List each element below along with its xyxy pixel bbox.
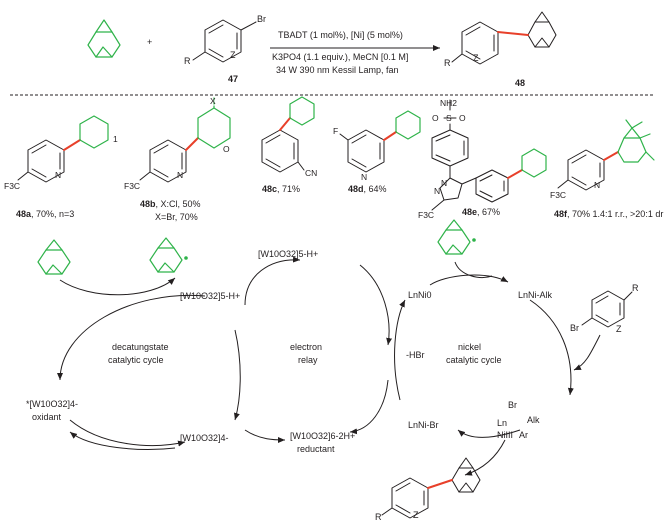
w-bottom: [W10O32]4-	[180, 433, 229, 443]
p48b-x: X	[210, 96, 216, 106]
oxidant-label: oxidant	[32, 412, 62, 422]
product-48b	[139, 95, 231, 183]
p48b-caption-2: X=Br, 70%	[155, 212, 198, 222]
aryl-z: Z	[616, 324, 622, 334]
electron-relay-label-1: electron	[290, 342, 322, 352]
conditions-line-1: TBADT (1 mol%), [Ni] (5 mol%)	[278, 30, 403, 40]
norbornane-substrate	[37, 239, 71, 275]
reactant-z-label: Z	[230, 50, 236, 60]
conditions-line-2: K3PO4 (1.1 equiv.), MeCN [0.1 M]	[272, 52, 408, 62]
nickel-cycle	[394, 261, 574, 476]
product-48d	[339, 110, 421, 173]
decatungstate-label-1: decatungstate	[112, 342, 169, 352]
p48c-cn: CN	[305, 168, 317, 178]
nickel-label-2: catalytic cycle	[446, 355, 502, 365]
w-reductant: [W10O32]6-2H+	[290, 431, 355, 441]
p48e-o-right: O	[459, 113, 466, 123]
aryl-bromide-cycle	[581, 290, 633, 328]
ni0: LnNi0	[408, 290, 432, 300]
p48d-caption: 48d, 64%	[348, 184, 387, 194]
product-48f	[557, 119, 655, 191]
p48a-subscript: 1	[113, 134, 118, 144]
norbornyl-radical-right	[437, 219, 476, 255]
p48b-n: N	[177, 170, 183, 180]
svg-text:Br: Br	[508, 400, 517, 410]
ni-iii-complex: Br Ln Alk NiIII Ar	[497, 400, 540, 440]
p48a-f3c: F3C	[4, 181, 20, 191]
p48b-caption: 48b, X:Cl, 50%	[140, 199, 201, 209]
p48e-caption: 48e, 67%	[462, 207, 500, 217]
svg-text:Ln: Ln	[497, 418, 507, 428]
nickel-label-1: nickel	[458, 342, 481, 352]
p48b-f3c: F3C	[124, 181, 140, 191]
hbr-label: -HBr	[406, 350, 425, 360]
w-h-left: [W10O32]5-H+	[180, 291, 240, 301]
product-number-48: 48	[515, 78, 525, 88]
svg-text:Alk: Alk	[527, 415, 540, 425]
reactant-r-label: R	[184, 56, 191, 66]
product-48e	[431, 99, 547, 211]
ni-alk: LnNi-Alk	[518, 290, 553, 300]
aryl-bromide-reactant	[192, 19, 257, 63]
aryl-r: R	[632, 283, 639, 293]
cycle-product	[381, 457, 481, 519]
reactant-br-label: Br	[257, 14, 266, 24]
p48e-s: S	[446, 113, 452, 123]
cycle-product-z: Z	[413, 510, 419, 520]
reductant-label: reductant	[297, 444, 335, 454]
p48f-f3c: F3C	[550, 190, 566, 200]
electron-relay-label-2: relay	[298, 355, 318, 365]
oxidative-addition-arrow	[573, 334, 601, 371]
electron-relay-cycle	[244, 256, 393, 443]
reactant-number-47: 47	[228, 74, 238, 84]
p48d-f: F	[333, 126, 338, 136]
decatungstate-label-2: catalytic cycle	[108, 355, 164, 365]
p48f-n: N	[594, 180, 600, 190]
ni-br: LnNi-Br	[408, 420, 439, 430]
w-h-top: [W10O32]5-H+	[258, 249, 318, 259]
decatungstate-cycle	[57, 294, 241, 450]
p48e-n1: N	[441, 178, 447, 188]
product-z-label: Z	[473, 53, 479, 63]
p48e-o-left: O	[432, 113, 439, 123]
p48d-n: N	[361, 172, 367, 182]
p48b-o: O	[223, 144, 230, 154]
p48a-n: N	[55, 170, 61, 180]
product-48c	[261, 96, 315, 173]
product-r-label: R	[444, 58, 451, 68]
w-excited: *[W10O32]4-	[26, 399, 78, 409]
p48e-n2: N	[434, 186, 440, 196]
svg-text:NiIII: NiIII	[497, 430, 513, 440]
p48a-caption: 48a, 70%, n=3	[16, 209, 74, 219]
product-48a	[17, 115, 109, 183]
p48f-caption: 48f, 70% 1.4:1 r.r., >20:1 dr	[554, 209, 663, 219]
p48c-caption: 48c, 71%	[262, 184, 300, 194]
hat-arrow	[59, 277, 176, 296]
product-48-structure	[451, 11, 557, 65]
p48e-f3c: F3C	[418, 210, 434, 220]
aryl-br: Br	[570, 323, 579, 333]
norbornane-reactant	[87, 19, 121, 58]
p48e-nh2: NH2	[440, 98, 457, 108]
conditions-line-3: 34 W 390 nm Kessil Lamp, fan	[276, 65, 399, 75]
cycle-product-r: R	[375, 512, 382, 522]
plus-sign: +	[147, 37, 152, 47]
norbornyl-radical-left	[149, 237, 188, 273]
svg-text:Ar: Ar	[519, 430, 528, 440]
